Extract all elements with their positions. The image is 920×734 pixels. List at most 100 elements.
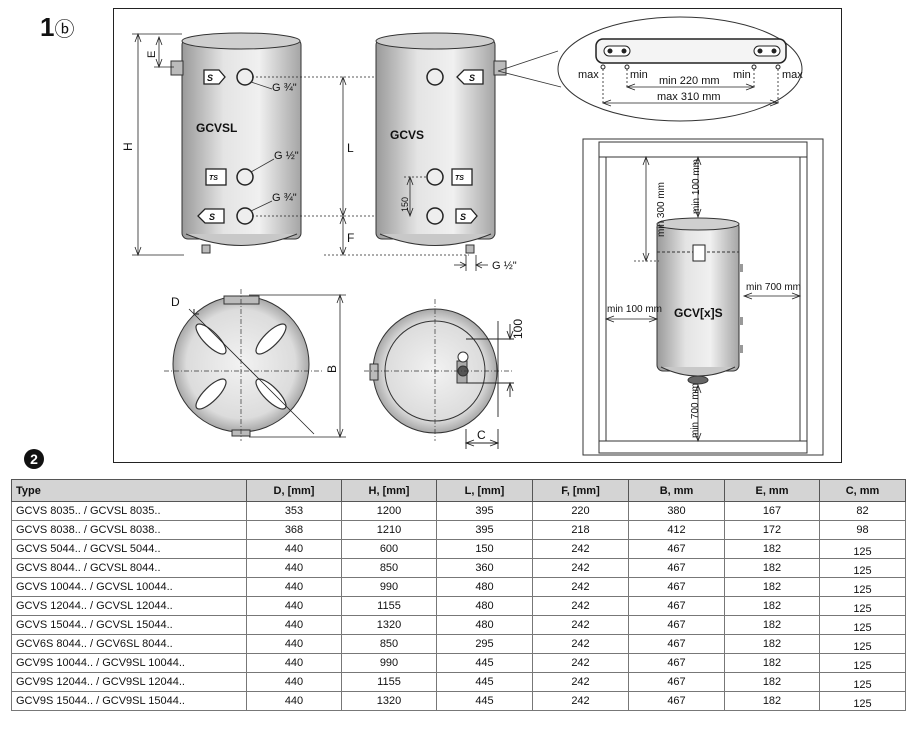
installation-diagram: S S TS GCVSL G ¾" G ½" G ¾" H E L F <box>113 8 842 463</box>
diagram-svg: S S TS GCVSL G ¾" G ½" G ¾" H E L F <box>121 16 824 456</box>
cell-e: 182 <box>724 691 820 711</box>
cell-l: 150 <box>436 539 533 559</box>
cell-h: 1155 <box>341 596 437 616</box>
cell-e: 172 <box>724 520 820 540</box>
cell-d: 368 <box>246 520 342 540</box>
cell-type: GCV9S 10044.. / GCV9SL 10044.. <box>11 653 247 673</box>
cell-e: 182 <box>724 596 820 616</box>
cell-f: 242 <box>532 691 629 711</box>
gcvs-tank <box>375 32 507 254</box>
cell-b: 467 <box>628 539 725 559</box>
dim-f: F <box>347 231 354 245</box>
cell-b: 467 <box>628 558 725 578</box>
cell-f: 242 <box>532 577 629 597</box>
gcvs-badge-s-top: S <box>469 73 475 83</box>
cell-l: 445 <box>436 672 533 692</box>
cell-l: 480 <box>436 596 533 616</box>
gcvs-label: GCVS <box>390 128 424 142</box>
header-f: F, [mm] <box>532 479 629 502</box>
cell-c: 125 <box>819 615 906 635</box>
cell-c: 82 <box>819 501 906 521</box>
gcvs-top-view <box>364 299 514 449</box>
dim-l: L <box>347 141 354 155</box>
bracket-max-right: max <box>782 69 803 81</box>
cell-d: 440 <box>246 634 342 654</box>
cell-type: GCVS 15044.. / GCVSL 15044.. <box>11 615 247 635</box>
cell-h: 850 <box>341 558 437 578</box>
bracket-max-310: max 310 mm <box>657 91 721 103</box>
dim-150: 150 <box>400 197 410 212</box>
cell-f: 242 <box>532 558 629 578</box>
cell-h: 990 <box>341 577 437 597</box>
cell-c: 125 <box>819 577 906 597</box>
cell-f: 218 <box>532 520 629 540</box>
cell-e: 182 <box>724 539 820 559</box>
cell-l: 295 <box>436 634 533 654</box>
cell-l: 445 <box>436 691 533 711</box>
cell-e: 182 <box>724 634 820 654</box>
cell-b: 467 <box>628 615 725 635</box>
cell-l: 395 <box>436 520 533 540</box>
cell-e: 182 <box>724 653 820 673</box>
bracket-detail <box>497 16 803 122</box>
cell-f: 242 <box>532 653 629 673</box>
figure-number-sub: ⓑ <box>54 19 75 41</box>
thread-g34-bottom: G ¾" <box>272 192 297 204</box>
cell-l: 395 <box>436 501 533 521</box>
cell-f: 242 <box>532 615 629 635</box>
bracket-min-220: min 220 mm <box>659 75 720 87</box>
gcvsl-tank <box>170 32 302 254</box>
cell-c: 125 <box>819 653 906 673</box>
cell-b: 380 <box>628 501 725 521</box>
thread-g12-right: G ½" <box>492 260 517 272</box>
cell-b: 467 <box>628 634 725 654</box>
cell-c: 125 <box>819 596 906 616</box>
cell-type: GCVS 8038.. / GCVSL 8038.. <box>11 520 247 540</box>
bracket-min-right: min <box>733 69 751 81</box>
cell-b: 467 <box>628 672 725 692</box>
header-l: L, [mm] <box>436 479 533 502</box>
cell-d: 440 <box>246 672 342 692</box>
cell-f: 242 <box>532 634 629 654</box>
cell-c: 125 <box>819 539 906 559</box>
figure-number: 1ⓑ <box>40 12 74 43</box>
cell-h: 990 <box>341 653 437 673</box>
cell-c: 125 <box>819 558 906 578</box>
bracket-max-left: max <box>578 69 599 81</box>
cell-e: 182 <box>724 672 820 692</box>
cell-c: 125 <box>819 634 906 654</box>
cell-l: 480 <box>436 577 533 597</box>
cell-b: 467 <box>628 691 725 711</box>
gcvsl-top-view <box>164 289 324 441</box>
gcvsl-label: GCVSL <box>196 121 237 135</box>
cell-d: 353 <box>246 501 342 521</box>
cell-e: 167 <box>724 501 820 521</box>
cell-type: GCVS 10044.. / GCVSL 10044.. <box>11 577 247 597</box>
header-h: H, [mm] <box>341 479 437 502</box>
header-d: D, [mm] <box>246 479 342 502</box>
cell-type: GCVS 8035.. / GCVSL 8035.. <box>11 501 247 521</box>
cell-type: GCV9S 15044.. / GCV9SL 15044.. <box>11 691 247 711</box>
cell-f: 242 <box>532 596 629 616</box>
cell-h: 1320 <box>341 615 437 635</box>
cell-c: 125 <box>819 672 906 692</box>
cell-type: GCVS 12044.. / GCVSL 12044.. <box>11 596 247 616</box>
dim-b: B <box>325 365 339 373</box>
clearance-diagram <box>582 138 824 456</box>
header-b: B, mm <box>628 479 725 502</box>
clr-min-300: min 300 mm <box>656 182 667 237</box>
clr-min-700-right: min 700 mm <box>746 282 801 293</box>
cell-b: 412 <box>628 520 725 540</box>
cell-h: 1200 <box>341 501 437 521</box>
cell-type: GCV6S 8044.. / GCV6SL 8044.. <box>11 634 247 654</box>
cell-d: 440 <box>246 691 342 711</box>
thread-g34-top: G ¾" <box>272 82 297 94</box>
cell-d: 440 <box>246 577 342 597</box>
clr-min-100-top: min 100 mm <box>691 159 702 214</box>
